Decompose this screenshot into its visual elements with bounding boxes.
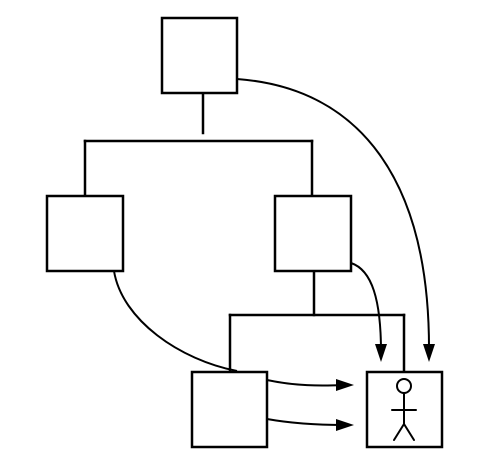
arrow-top-to-person-line (236, 78, 431, 353)
stick-figure-right-leg (403, 423, 415, 441)
tree-connectors (83, 91, 406, 374)
top-box (160, 16, 239, 95)
arrow-top-to-person (236, 78, 435, 362)
curve-left-middle-to-bottom-left (113, 270, 238, 372)
arrowhead-bottom-left-to-person-upper (336, 379, 354, 391)
arrowhead-top-to-person (423, 344, 435, 362)
arrow-bottom-left-to-person-upper (266, 379, 354, 391)
arrow-bottom-left-to-person-upper-line (266, 379, 345, 387)
stick-figure-icon (391, 378, 417, 441)
arrow-right-middle-to-person (350, 262, 387, 362)
arrow-right-middle-to-person-line (350, 262, 382, 353)
stick-figure-left-leg (393, 423, 405, 441)
arrowhead-right-middle-to-person (375, 344, 387, 362)
left-middle-box (45, 194, 125, 273)
right-middle-box (273, 194, 353, 273)
bottom-left-box (190, 370, 269, 449)
arrowhead-bottom-left-to-person-lower (336, 419, 354, 431)
arrow-bottom-left-to-person-lower-line (266, 418, 345, 426)
arrow-bottom-left-to-person-lower (266, 418, 354, 431)
